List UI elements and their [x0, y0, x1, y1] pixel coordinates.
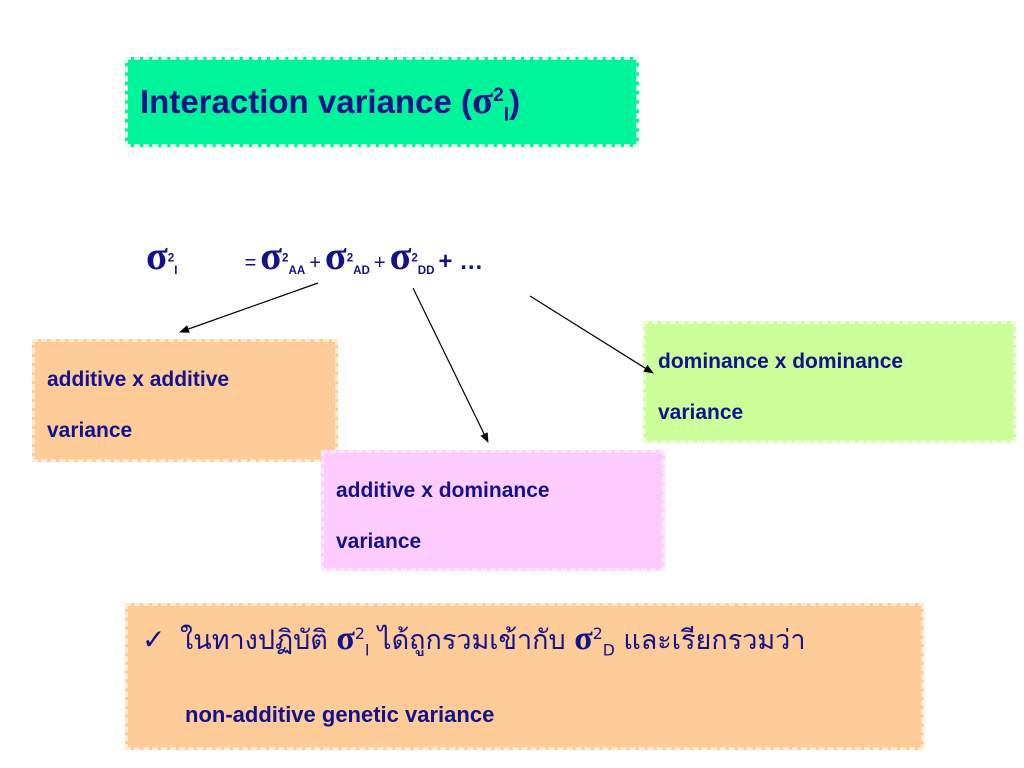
note-text-part3: และเรียกรวมว่า: [614, 625, 806, 656]
equals-sign: =: [244, 252, 257, 274]
term-ad-sigma: σ: [324, 233, 347, 278]
additive-additive-box: additive x additive variance: [32, 339, 338, 462]
dominance-dominance-label: dominance x dominance: [658, 350, 904, 373]
formula-ellipsis: + …: [438, 248, 484, 275]
page-title: Interaction variance (σ2I): [140, 78, 521, 126]
plus-sign: +: [309, 252, 321, 274]
term-aa-sigma: σ: [260, 233, 283, 278]
note-sigma-d-subscript: D: [602, 640, 615, 660]
lhs-sigma-symbol: σ: [146, 233, 168, 278]
term-aa-subscript: AA: [288, 264, 306, 277]
term-dd-superscript: 2: [411, 251, 418, 265]
term-dd-sigma: σ: [389, 233, 412, 278]
title-box: Interaction variance (σ2I): [125, 57, 639, 147]
dominance-dominance-box: dominance x dominance variance: [643, 321, 1016, 443]
term-dd-subscript: DD: [417, 264, 435, 277]
title-sigma-symbol: σ: [471, 79, 494, 122]
additive-additive-variance-label: variance: [47, 419, 133, 442]
additive-dominance-box: additive x dominance variance: [321, 450, 665, 571]
note-sigma-i: σ: [336, 620, 355, 657]
note-box: ✓ ในทางปฏิบัติ σ2I ได้ถูกรวมเข้ากับ σ2D …: [125, 603, 924, 750]
title-close-paren: ): [509, 83, 521, 120]
additive-dominance-variance-label: variance: [336, 530, 422, 553]
title-label: Interaction variance (: [140, 83, 472, 120]
title-superscript: 2: [493, 85, 504, 106]
arrow-to-ad-box: [412, 287, 489, 443]
additive-additive-label: additive x additive: [47, 368, 230, 391]
term-ad-superscript: 2: [346, 251, 354, 265]
note-sigma-i-superscript: 2: [354, 624, 365, 643]
lhs-superscript: 2: [167, 251, 175, 265]
non-additive-variance-label: non-additive genetic variance: [185, 702, 495, 727]
note-line: ✓ ในทางปฏิบัติ σ2I ได้ถูกรวมเข้ากับ σ2D …: [142, 618, 805, 661]
title-subscript: I: [503, 104, 510, 126]
dominance-dominance-variance-label: variance: [658, 401, 744, 424]
term-aa-superscript: 2: [282, 251, 289, 265]
note-text-part1: ในทางปฏิบัติ: [171, 625, 337, 656]
additive-dominance-label: additive x dominance: [336, 479, 550, 502]
note-sigma-i-subscript: I: [364, 640, 370, 660]
note-sigma-d: σ: [574, 620, 593, 657]
arrow-to-aa-box: [179, 282, 319, 333]
arrow-to-dd-box: [529, 295, 654, 374]
lhs-subscript: I: [174, 264, 178, 277]
term-ad-subscript: AD: [353, 264, 370, 277]
checkmark-icon: ✓: [142, 623, 166, 656]
interaction-variance-formula: σ2I =σ2AA+σ2AD+σ2DD+ …: [146, 232, 487, 279]
note-text-part2: ได้ถูกรวมเข้ากับ: [369, 625, 575, 656]
plus-sign: +: [373, 252, 386, 274]
note-sigma-d-superscript: 2: [592, 624, 603, 643]
